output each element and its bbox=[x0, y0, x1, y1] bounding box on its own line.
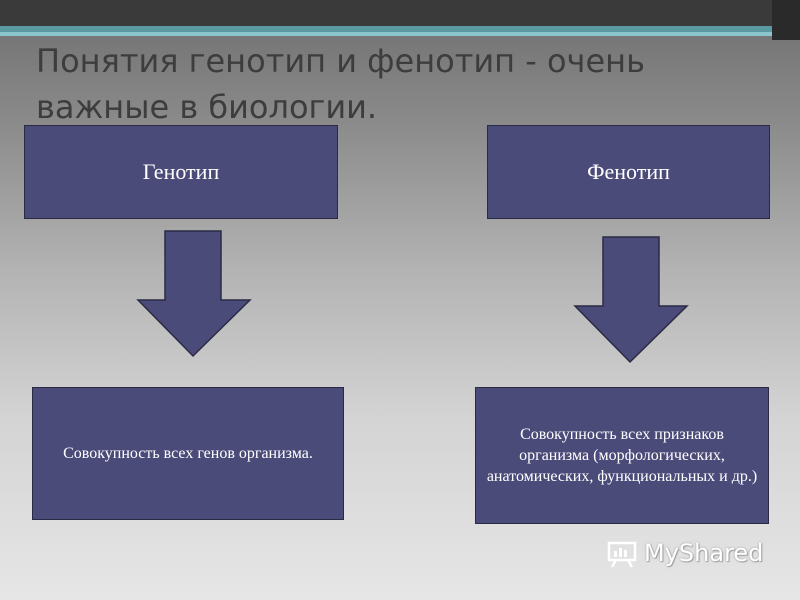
myshared-watermark: MyShared bbox=[606, 537, 763, 569]
presentation-board-icon bbox=[607, 541, 637, 568]
genotype-description: Совокупность всех генов организма. bbox=[32, 387, 344, 520]
genotype-box: Генотип bbox=[24, 125, 338, 219]
down-arrow-right bbox=[573, 236, 689, 364]
phenotype-description: Совокупность всех признаков организма (м… bbox=[475, 387, 769, 524]
phenotype-box: Фенотип bbox=[487, 125, 770, 219]
down-arrow-left bbox=[136, 230, 252, 358]
watermark-text: MyShared bbox=[644, 539, 764, 567]
top-decorative-bar bbox=[0, 0, 800, 40]
slide-title: Понятия генотип и фенотип - очень важные… bbox=[36, 42, 645, 126]
